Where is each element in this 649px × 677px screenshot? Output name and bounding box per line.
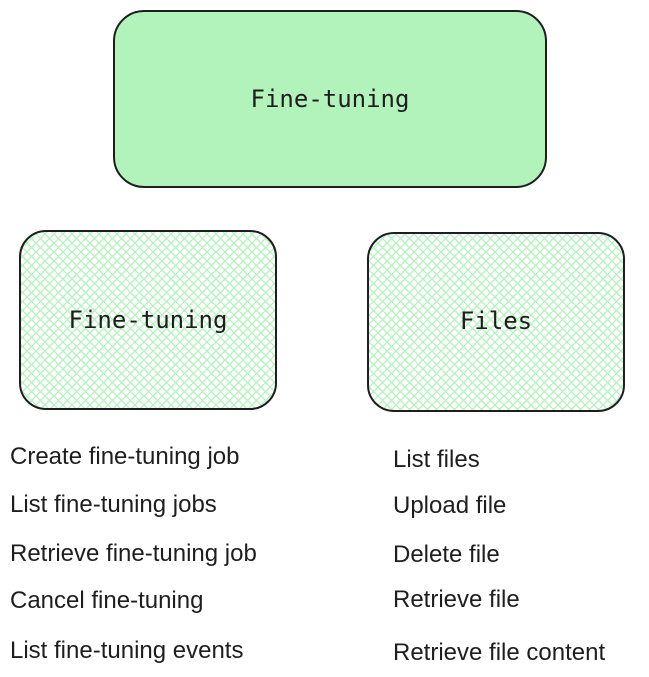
- list-item: Delete file: [393, 541, 500, 568]
- list-item: List files: [393, 446, 480, 473]
- node-fine-tuning-left-label: Fine-tuning: [69, 306, 228, 334]
- node-fine-tuning-top-box: [113, 10, 547, 188]
- list-item: List fine-tuning events: [10, 637, 244, 664]
- node-files-label: Files: [460, 307, 532, 335]
- list-item: Retrieve file: [393, 586, 520, 613]
- list-item: Upload file: [393, 492, 507, 519]
- node-fine-tuning-left[interactable]: Fine-tuning: [19, 230, 277, 410]
- list-item: List fine-tuning jobs: [10, 491, 217, 518]
- diagram-canvas: Fine-tuning Fine-tuning Files: [19, 10, 625, 412]
- node-files[interactable]: Files: [367, 232, 625, 412]
- list-item: Cancel fine-tuning: [10, 587, 204, 614]
- node-files-box: [367, 232, 625, 412]
- node-fine-tuning-top[interactable]: Fine-tuning: [113, 10, 547, 188]
- list-item: Create fine-tuning job: [10, 443, 240, 470]
- node-fine-tuning-left-box: [19, 230, 277, 410]
- list-item: Retrieve fine-tuning job: [10, 540, 257, 567]
- node-fine-tuning-top-label: Fine-tuning: [251, 85, 410, 113]
- list-item: Retrieve file content: [393, 639, 606, 666]
